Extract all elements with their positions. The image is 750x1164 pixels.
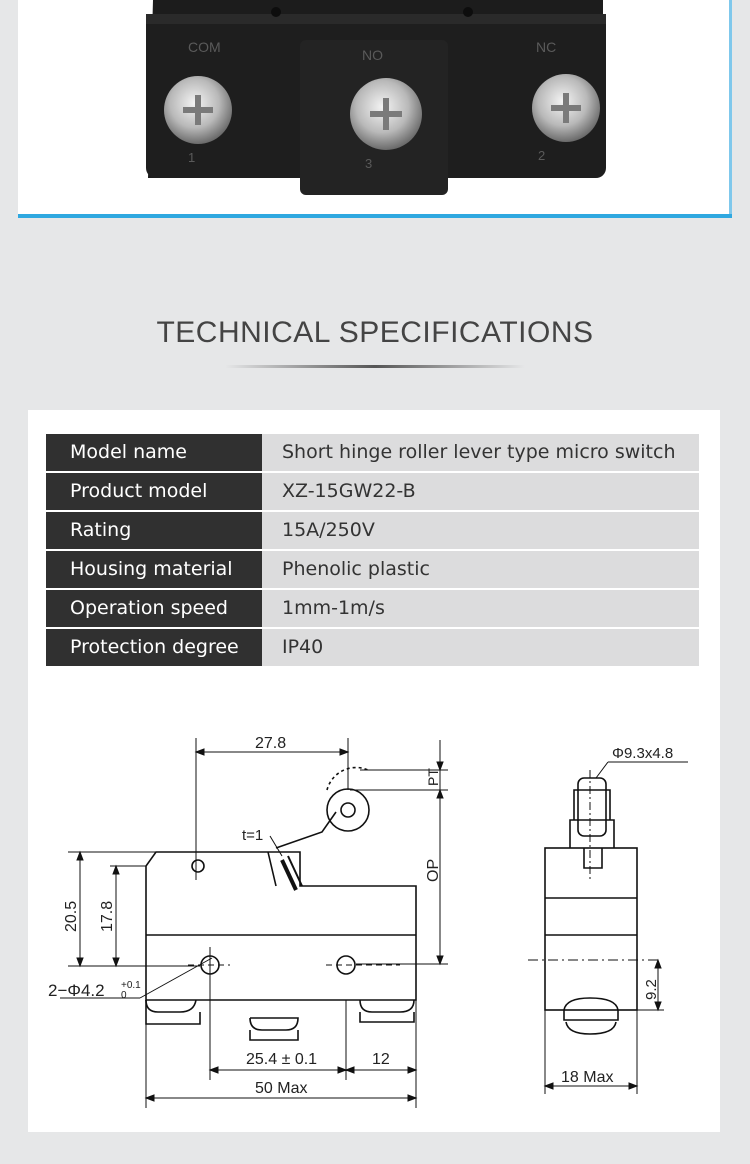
spec-row-model-name: Model name Short hinge roller lever type…: [46, 434, 699, 471]
spec-value: Phenolic plastic: [262, 551, 699, 588]
section-title-divider: [225, 365, 525, 368]
terminal-number-2: 2: [538, 148, 545, 163]
spec-label: Model name: [46, 434, 262, 471]
screw-icon: [532, 74, 600, 142]
terminal-label-com: COM: [188, 39, 221, 55]
photo-accent-bar: [18, 214, 732, 218]
product-photo: COM NO NC 1 3 2: [18, 0, 732, 218]
terminal-number-3: 3: [365, 156, 372, 171]
spec-value: 1mm-1m/s: [262, 590, 699, 627]
spec-label: Rating: [46, 512, 262, 549]
screw-icon: [164, 76, 232, 144]
spec-label: Protection degree: [46, 629, 262, 666]
spec-row-rating: Rating 15A/250V: [46, 512, 699, 549]
spec-value: 15A/250V: [262, 512, 699, 549]
terminal-label-no: NO: [362, 47, 383, 63]
spec-value: IP40: [262, 629, 699, 666]
screw-icon: [350, 78, 422, 150]
section-title: TECHNICAL SPECIFICATIONS: [156, 316, 594, 349]
spec-label: Operation speed: [46, 590, 262, 627]
spec-row-operation-speed: Operation speed 1mm-1m/s: [46, 590, 699, 627]
spec-row-housing-material: Housing material Phenolic plastic: [46, 551, 699, 588]
spec-row-protection-degree: Protection degree IP40: [46, 629, 699, 666]
spec-value: XZ-15GW22-B: [262, 473, 699, 510]
spec-panel: Model name Short hinge roller lever type…: [28, 410, 720, 1132]
spec-label: Product model: [46, 473, 262, 510]
spec-row-product-model: Product model XZ-15GW22-B: [46, 473, 699, 510]
spec-table: Model name Short hinge roller lever type…: [46, 434, 699, 668]
terminal-number-1: 1: [188, 150, 195, 165]
spec-label: Housing material: [46, 551, 262, 588]
photo-border: [729, 0, 732, 218]
micro-switch-photo: COM NO NC 1 3 2: [146, 0, 606, 195]
spec-value: Short hinge roller lever type micro swit…: [262, 434, 699, 471]
terminal-label-nc: NC: [536, 39, 556, 55]
